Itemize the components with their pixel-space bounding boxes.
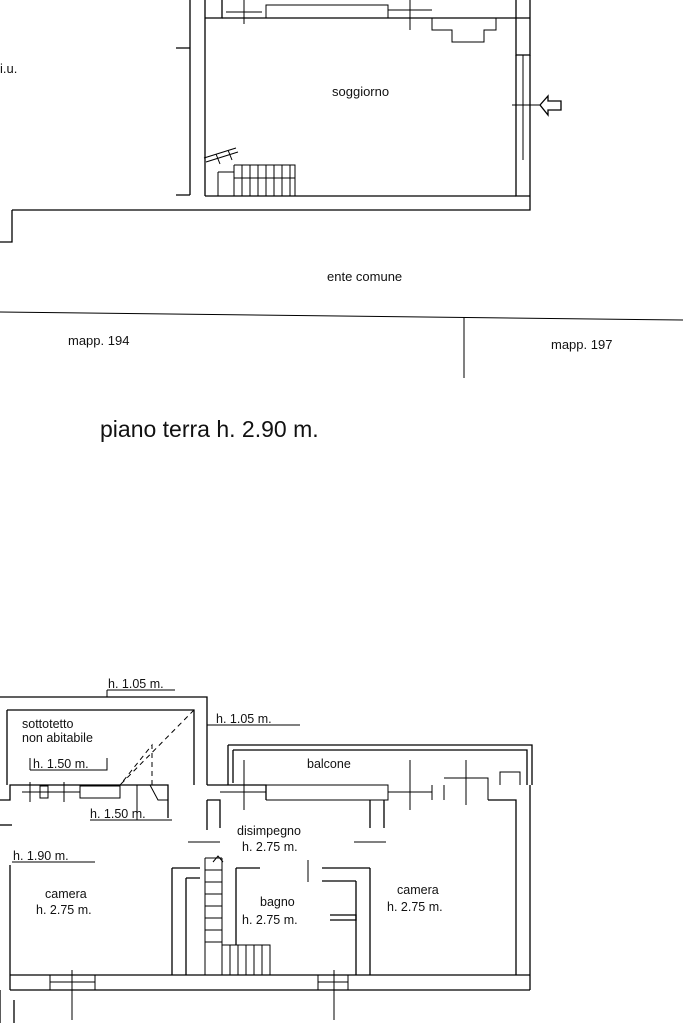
upper-floor-walls	[0, 689, 533, 1023]
disimpegno-height: h. 2.75 m.	[242, 840, 298, 854]
room-camera-left: camera	[45, 887, 87, 901]
room-bagno: bagno	[260, 895, 295, 909]
bagno-height: h. 2.75 m.	[242, 913, 298, 927]
attic-label-1: sottotetto	[22, 717, 73, 731]
room-balcone: balcone	[307, 757, 351, 771]
room-disimpegno: disimpegno	[237, 824, 301, 838]
ground-floor-walls	[0, 0, 562, 243]
height-left: h. 1.90 m.	[13, 849, 69, 863]
label-mapp-197: mapp. 197	[551, 337, 612, 352]
room-soggiorno: soggiorno	[332, 84, 389, 99]
room-camera-right: camera	[397, 883, 439, 897]
height-attic-lower: h. 1.50 m.	[90, 807, 146, 821]
property-lines	[0, 311, 683, 378]
attic-label-2: non abitabile	[22, 731, 93, 745]
height-attic-inner: h. 1.50 m.	[33, 757, 89, 771]
height-right: h. 1.05 m.	[216, 712, 272, 726]
ground-floor-title: piano terra h. 2.90 m.	[100, 416, 319, 442]
label-iu: i.u.	[0, 61, 17, 76]
label-mapp-194: mapp. 194	[68, 333, 129, 348]
camera-left-height: h. 2.75 m.	[36, 903, 92, 917]
height-top: h. 1.05 m.	[108, 677, 164, 691]
camera-right-height: h. 2.75 m.	[387, 900, 443, 914]
label-ente-comune: ente comune	[327, 269, 402, 284]
